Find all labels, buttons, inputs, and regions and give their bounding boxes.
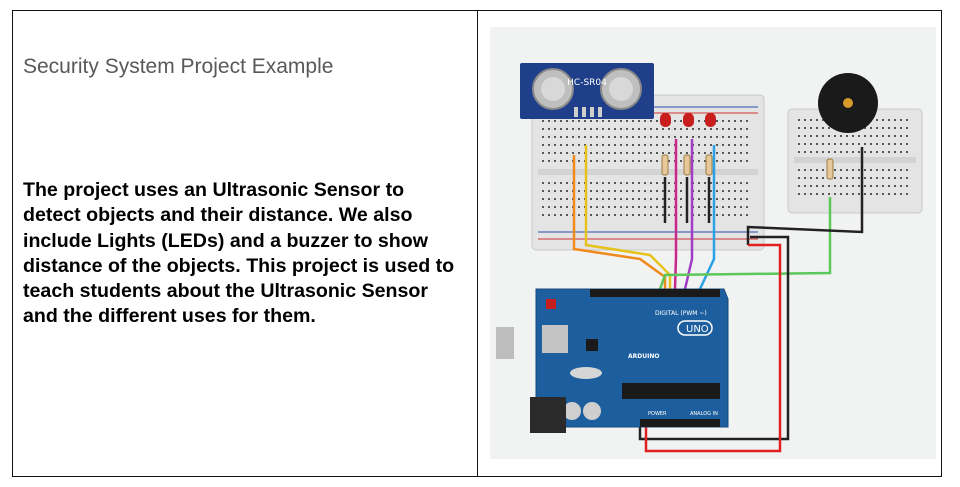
ultrasonic-sensor: HC-SR04 <box>520 63 654 119</box>
resistors <box>661 154 834 223</box>
project-description: The project uses an Ultrasonic Sensor to… <box>23 179 455 328</box>
circuit-diagram-image: HC-SR04 <box>490 27 936 459</box>
circuit-svg: HC-SR04 <box>496 63 923 453</box>
piezo-buzzer <box>818 73 878 133</box>
project-subtitle: Security System Project Example <box>23 55 334 78</box>
board-model: UNO <box>686 324 709 335</box>
board-brand: ARDUINO <box>628 353 659 360</box>
wires <box>572 139 864 453</box>
text-cell: Security System Project Example The proj… <box>13 11 478 476</box>
leds <box>660 113 716 127</box>
arduino-board: DIGITAL (PWM ~) ARDUINO UNO POWER ANALOG… <box>496 288 729 433</box>
sensor-label: HC-SR04 <box>567 78 607 88</box>
digital-pins-label: DIGITAL (PWM ~) <box>655 310 707 317</box>
analog-label: ANALOG IN <box>690 411 718 417</box>
image-cell: HC-SR04 <box>478 11 941 476</box>
power-label: POWER <box>648 411 667 417</box>
content-table: Security System Project Example The proj… <box>12 10 942 477</box>
